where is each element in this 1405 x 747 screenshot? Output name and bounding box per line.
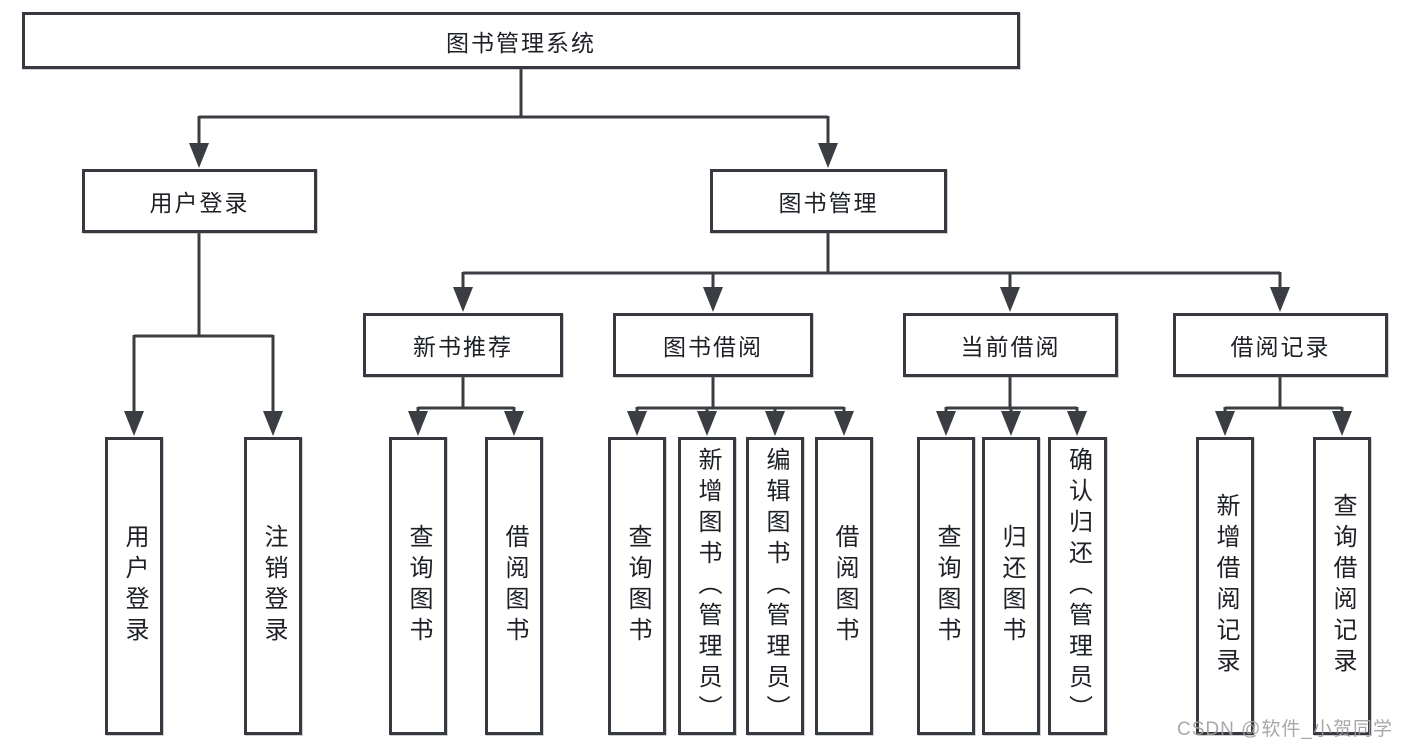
node-op-query-books-rec: 查询图书 (389, 437, 447, 735)
arrowhead (1000, 287, 1020, 312)
arrowhead (1215, 411, 1235, 436)
node-op-logout-label: 注销登录 (260, 524, 287, 648)
node-op-add-borrow-record: 新增借阅记录 (1196, 437, 1254, 735)
node-op-add-borrow-record-label: 新增借阅记录 (1212, 493, 1239, 679)
node-new-book-rec-label: 新书推荐 (413, 334, 513, 360)
arrowhead (408, 411, 428, 436)
arrowhead (936, 411, 956, 436)
node-op-confirm-return-label: 确认归还（管理员） (1064, 446, 1092, 726)
node-borrow-records: 借阅记录 (1173, 313, 1388, 377)
node-book-borrow: 图书借阅 (613, 313, 813, 377)
node-op-edit-books-label: 编辑图书（管理员） (762, 446, 789, 726)
node-op-query-books-current: 查询图书 (917, 437, 975, 735)
node-current-borrow: 当前借阅 (903, 313, 1118, 377)
node-op-query-borrow-record-label: 查询借阅记录 (1329, 493, 1356, 679)
node-op-return-books-label: 归还图书 (998, 524, 1025, 648)
edge-book-mgmt-children (461, 233, 1282, 290)
node-op-borrow-books: 借阅图书 (815, 437, 873, 735)
edge-root-to-level2 (197, 69, 830, 146)
node-op-query-borrow-record: 查询借阅记录 (1313, 437, 1371, 735)
node-op-logout: 注销登录 (244, 437, 302, 735)
arrowhead (263, 411, 283, 436)
node-borrow-records-label: 借阅记录 (1230, 334, 1331, 360)
arrowhead (124, 411, 144, 436)
node-book-borrow-label: 图书借阅 (663, 334, 763, 360)
arrowhead (834, 411, 854, 436)
arrowhead (189, 143, 209, 168)
node-op-query-books-borrow: 查询图书 (608, 437, 666, 735)
node-root: 图书管理系统 (22, 12, 1020, 69)
node-root-label: 图书管理系统 (446, 29, 596, 56)
edge-new-book-rec-children (416, 377, 516, 414)
arrowhead (627, 411, 647, 436)
csdn-watermark: CSDN @软件_小贺同学 (1177, 719, 1393, 740)
node-op-borrow-books-label: 借阅图书 (831, 524, 858, 648)
node-op-add-books: 新增图书（管理员） (678, 437, 736, 735)
edge-current-borrow-children (944, 377, 1079, 414)
node-book-mgmt: 图书管理 (710, 169, 947, 233)
edge-user-login-children (132, 233, 275, 414)
node-op-borrow-books-rec: 借阅图书 (485, 437, 543, 735)
node-op-user-login-label: 用户登录 (121, 524, 148, 648)
node-op-query-books-borrow-label: 查询图书 (624, 524, 651, 648)
arrowhead (765, 411, 785, 436)
node-op-borrow-books-rec-label: 借阅图书 (501, 524, 528, 648)
node-op-query-books-rec-label: 查询图书 (405, 524, 432, 648)
arrowhead (1270, 287, 1290, 312)
node-book-mgmt-label: 图书管理 (778, 190, 879, 216)
node-new-book-rec: 新书推荐 (363, 313, 563, 377)
node-user-login: 用户登录 (82, 169, 317, 233)
arrowhead (504, 411, 524, 436)
edge-borrow-records-children (1223, 377, 1344, 414)
node-op-query-books-current-label: 查询图书 (933, 524, 960, 648)
edge-book-borrow-children (635, 377, 846, 414)
arrowhead (703, 287, 723, 312)
node-op-edit-books: 编辑图书（管理员） (746, 437, 804, 735)
node-current-borrow-label: 当前借阅 (960, 334, 1061, 360)
node-op-user-login: 用户登录 (105, 437, 163, 735)
arrowhead (1332, 411, 1352, 436)
node-user-login-label: 用户登录 (149, 190, 250, 216)
arrowhead (697, 411, 717, 436)
arrowhead (818, 143, 838, 168)
arrowhead (1001, 411, 1021, 436)
node-op-add-books-label: 新增图书（管理员） (694, 446, 721, 726)
arrowhead (1067, 411, 1087, 436)
node-op-return-books: 归还图书 (982, 437, 1040, 735)
arrowhead (453, 287, 473, 312)
node-op-confirm-return: 确认归还（管理员） (1048, 437, 1107, 735)
